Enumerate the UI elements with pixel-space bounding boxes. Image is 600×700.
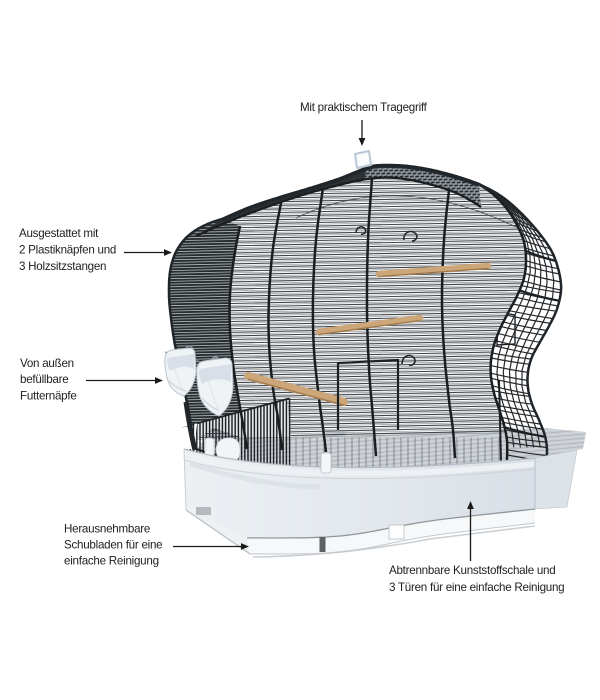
- svg-text:Schubladen für eine: Schubladen für eine: [64, 538, 162, 551]
- svg-text:2 Plastiknäpfen und: 2 Plastiknäpfen und: [19, 243, 116, 256]
- svg-text:Von außen: Von außen: [20, 357, 74, 370]
- svg-text:befüllbare: befüllbare: [20, 373, 68, 386]
- svg-text:einfache Reinigung: einfache Reinigung: [64, 554, 159, 567]
- svg-text:Futternäpfe: Futternäpfe: [20, 390, 77, 403]
- svg-text:Mit praktischem Tragegriff: Mit praktischem Tragegriff: [300, 101, 428, 114]
- svg-text:3 Holzsitzstangen: 3 Holzsitzstangen: [19, 260, 106, 273]
- svg-text:Ausgestattet mit: Ausgestattet mit: [19, 227, 99, 240]
- svg-text:Abtrennbare Kunststoffschale u: Abtrennbare Kunststoffschale und: [389, 564, 555, 577]
- svg-text:Herausnehmbare: Herausnehmbare: [64, 522, 150, 535]
- svg-text:3 Türen für eine einfache Rein: 3 Türen für eine einfache Reinigung: [389, 581, 564, 594]
